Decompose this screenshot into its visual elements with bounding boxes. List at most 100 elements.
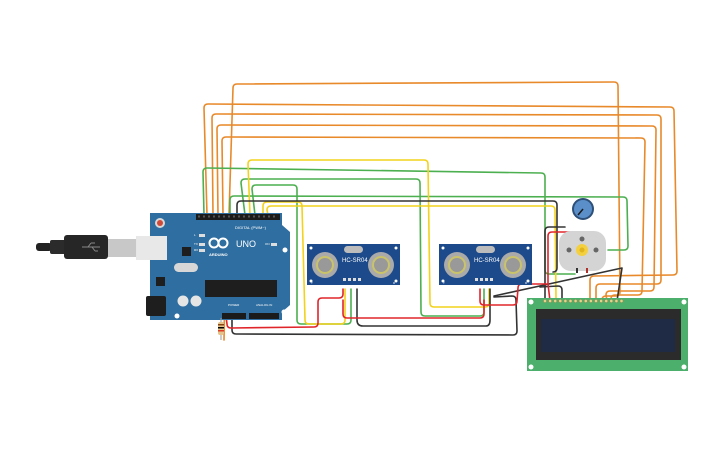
digital-pin-2[interactable] — [208, 215, 210, 218]
lcd-pin-16[interactable] — [619, 299, 624, 303]
wire-orange-4[interactable] — [216, 124, 657, 302]
arduino-uno[interactable]: DIGITAL (PWM~) ARDUINO UNO L TX RX ON PO… — [137, 213, 290, 320]
mount-hole — [394, 246, 398, 250]
mount-hole — [282, 247, 288, 253]
pin-vcc[interactable] — [475, 278, 478, 281]
lcd-pin-9[interactable] — [584, 299, 588, 303]
motor-terminal-1[interactable] — [576, 268, 578, 273]
wire-red-2[interactable] — [342, 299, 485, 319]
wire-black-1[interactable] — [236, 200, 558, 273]
lcd-screen — [541, 319, 675, 352]
wire-black-6[interactable] — [539, 285, 563, 302]
lcd-pin-4[interactable] — [558, 299, 563, 303]
lcd-pin-13[interactable] — [604, 299, 609, 303]
lcd-16x2[interactable] — [527, 298, 688, 371]
lcd-pin-5[interactable] — [563, 299, 568, 303]
wire-red-4[interactable] — [547, 231, 571, 285]
lcd-pin-3[interactable] — [553, 299, 558, 303]
transducer-core — [374, 258, 388, 272]
pin-echo[interactable] — [353, 278, 356, 281]
transducer-core — [450, 258, 464, 272]
usb-cable[interactable] — [36, 235, 152, 260]
mount-hole — [526, 246, 530, 250]
digital-pin-1[interactable] — [203, 215, 205, 218]
digital-pin-0[interactable] — [198, 215, 200, 218]
wire-black-2[interactable] — [231, 295, 518, 336]
digital-pin-11[interactable] — [253, 215, 255, 218]
digital-pin-8[interactable] — [238, 215, 240, 218]
potentiometer[interactable] — [572, 198, 594, 220]
wire-green-2[interactable] — [240, 178, 485, 317]
pin-gnd[interactable] — [358, 278, 361, 281]
digital-pin-5[interactable] — [223, 215, 225, 218]
lcd-pin-10[interactable] — [589, 299, 593, 303]
mount-hole — [174, 313, 180, 319]
wire-green-1[interactable] — [202, 167, 576, 275]
dc-motor[interactable] — [559, 231, 606, 273]
digital-pin-15[interactable] — [273, 215, 275, 218]
wire-yellow-2[interactable] — [262, 201, 346, 325]
lcd-pin-15[interactable] — [614, 299, 619, 303]
pin-trig[interactable] — [480, 278, 483, 281]
crystal — [476, 246, 495, 253]
board-model-label: UNO — [236, 239, 256, 249]
wire-black-4[interactable] — [493, 267, 623, 302]
lcd-pin-6[interactable] — [568, 299, 573, 303]
lcd-pin-7[interactable] — [573, 299, 578, 303]
resistor-band-1 — [218, 324, 224, 326]
motor-screw — [566, 247, 572, 253]
rx-led — [199, 249, 205, 252]
sensor-r-mark: R — [393, 281, 396, 285]
digital-pin-3[interactable] — [213, 215, 215, 218]
motor-terminal-2[interactable] — [586, 268, 588, 273]
wire-green-4[interactable] — [229, 195, 629, 251]
wire-orange-2[interactable] — [203, 103, 678, 302]
digital-pin-14[interactable] — [268, 215, 270, 218]
pin-echo[interactable] — [485, 278, 488, 281]
lcd-pin-1[interactable] — [543, 299, 547, 303]
pin-trig[interactable] — [348, 278, 351, 281]
digital-pin-7[interactable] — [233, 215, 235, 218]
wire-yellow-1[interactable] — [247, 159, 490, 308]
usb-symbol-icon — [82, 242, 100, 252]
digital-pin-13[interactable] — [263, 215, 265, 218]
digital-pin-6[interactable] — [228, 215, 230, 218]
wire-green-3[interactable] — [251, 184, 352, 325]
resistor-band-2 — [218, 327, 224, 329]
resistor[interactable] — [218, 318, 224, 340]
digital-pin-9[interactable] — [243, 215, 245, 218]
wire-black-5[interactable] — [544, 226, 566, 301]
ultrasonic-sensor-1[interactable]: HC-SR04 T R — [307, 244, 400, 285]
transducer-core — [318, 258, 332, 272]
wire-black-3[interactable] — [356, 288, 491, 327]
pin-gnd[interactable] — [490, 278, 493, 281]
pin-vcc[interactable] — [343, 278, 346, 281]
mount-hole — [528, 299, 534, 305]
usb-chip — [182, 247, 191, 256]
mount-hole — [309, 279, 313, 283]
wire-orange-5[interactable] — [221, 136, 646, 302]
sensor-t-mark: T — [311, 281, 313, 285]
lcd-pin-14[interactable] — [609, 299, 614, 303]
mount-hole — [309, 246, 313, 250]
lcd-pin-8[interactable] — [578, 299, 583, 303]
tx-led — [199, 243, 205, 246]
mount-hole — [281, 309, 287, 315]
lcd-pin-12[interactable] — [599, 299, 603, 303]
resistor-band-3 — [218, 330, 224, 332]
wire-orange-1[interactable] — [228, 81, 621, 302]
lcd-pin-11[interactable] — [594, 299, 598, 303]
lcd-pin-2[interactable] — [548, 299, 552, 303]
power-jack — [146, 296, 166, 316]
tx-led-label: TX — [194, 242, 198, 246]
digital-header-label: DIGITAL (PWM~) — [235, 225, 267, 230]
rx-led-label: RX — [194, 248, 198, 252]
digital-pin-10[interactable] — [248, 215, 250, 218]
l-led — [199, 234, 205, 237]
digital-pin-12[interactable] — [258, 215, 260, 218]
digital-pin-4[interactable] — [218, 215, 220, 218]
wire-orange-3[interactable] — [211, 113, 662, 302]
arduino-logo-text: ARDUINO — [209, 252, 228, 257]
wire-red-1[interactable] — [225, 288, 344, 329]
ultrasonic-sensor-2[interactable]: HC-SR04 T R — [439, 244, 532, 285]
